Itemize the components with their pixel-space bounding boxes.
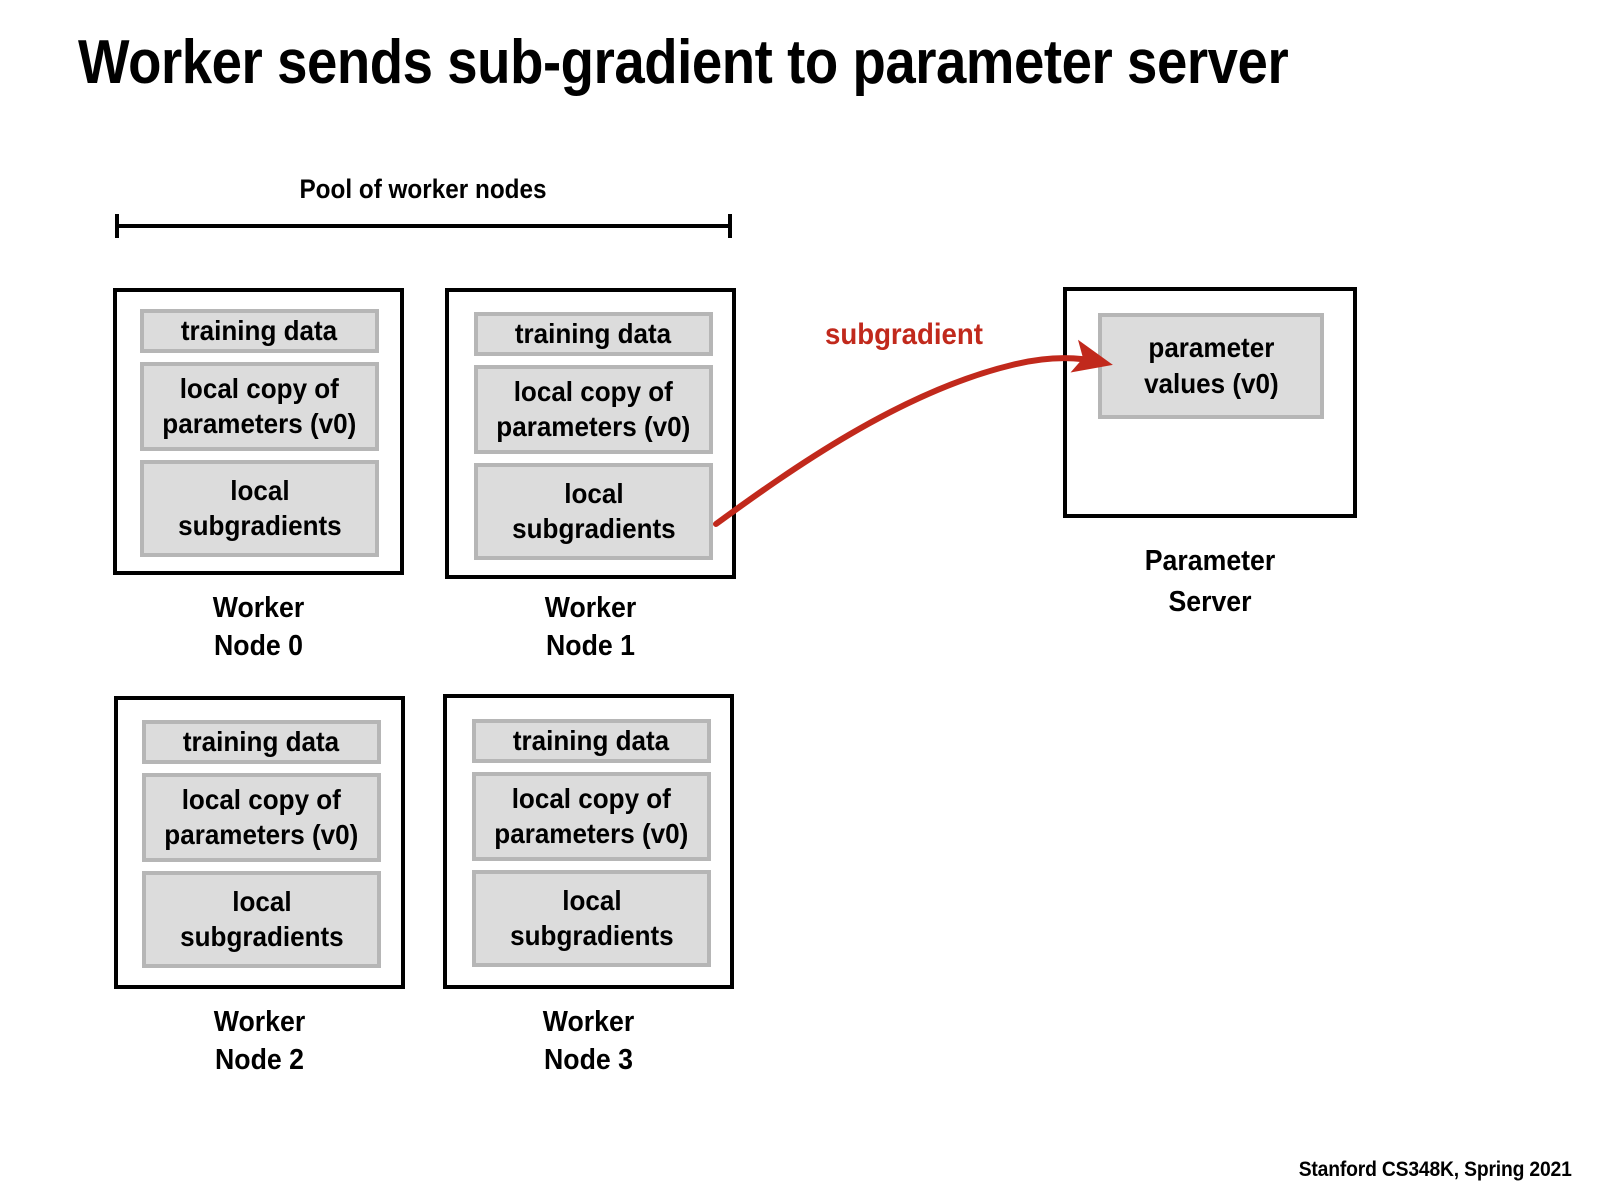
pool-bracket: [115, 214, 732, 238]
local-copy-of-parameters-label: local copy of parameters (v0): [494, 782, 689, 849]
worker-node-3-box[interactable]: training data local copy of parameters (…: [443, 694, 734, 989]
training-data-block: training data: [140, 309, 379, 353]
local-subgradients-label: local subgradients: [177, 474, 342, 541]
worker-node-0-box[interactable]: training data local copy of parameters (…: [113, 288, 404, 575]
bracket-cap-left: [115, 214, 119, 238]
footer-course-credit: Stanford CS348K, Spring 2021: [1299, 1158, 1572, 1181]
training-data-label: training data: [513, 724, 670, 756]
worker-node-1-caption: Worker Node 1: [544, 592, 637, 662]
local-copy-of-parameters-block: local copy of parameters (v0): [474, 365, 713, 454]
local-subgradients-block: local subgradients: [140, 460, 379, 557]
local-copy-of-parameters-block: local copy of parameters (v0): [142, 773, 381, 862]
training-data-label: training data: [183, 725, 340, 757]
local-copy-of-parameters-block: local copy of parameters (v0): [472, 772, 711, 861]
local-copy-of-parameters-label: local copy of parameters (v0): [162, 372, 357, 439]
training-data-block: training data: [472, 719, 711, 763]
training-data-label: training data: [515, 317, 672, 349]
worker-node-2-caption: Worker Node 2: [213, 1006, 306, 1076]
local-subgradients-label: local subgradients: [179, 885, 344, 952]
bracket-cap-right: [728, 214, 732, 238]
worker-node-1-box[interactable]: training data local copy of parameters (…: [445, 288, 736, 579]
parameter-server-box[interactable]: parameter values (v0): [1063, 287, 1357, 518]
subgradient-arrow: [713, 339, 1113, 527]
parameter-values-label: parameter values (v0): [1143, 332, 1279, 399]
local-copy-of-parameters-label: local copy of parameters (v0): [496, 375, 691, 442]
worker-node-3-caption: Worker Node 3: [542, 1006, 635, 1076]
subgradient-arrow-label: subgradient: [825, 318, 983, 351]
training-data-block: training data: [474, 312, 713, 356]
local-subgradients-label: local subgradients: [511, 477, 676, 544]
local-subgradients-label: local subgradients: [509, 884, 674, 951]
local-copy-of-parameters-block: local copy of parameters (v0): [140, 362, 379, 451]
worker-node-0-caption: Worker Node 0: [212, 592, 305, 662]
training-data-block: training data: [142, 720, 381, 764]
training-data-label: training data: [181, 314, 338, 346]
parameter-server-caption: Parameter Server: [1144, 545, 1276, 619]
bracket-rail: [115, 224, 732, 228]
page-title: Worker sends sub-gradient to parameter s…: [78, 28, 1289, 97]
parameter-values-block: parameter values (v0): [1098, 313, 1324, 419]
local-copy-of-parameters-label: local copy of parameters (v0): [164, 783, 359, 850]
local-subgradients-block: local subgradients: [142, 871, 381, 968]
pool-of-worker-nodes-label: Pool of worker nodes: [299, 174, 547, 204]
worker-node-2-box[interactable]: training data local copy of parameters (…: [114, 696, 405, 989]
local-subgradients-block: local subgradients: [474, 463, 713, 560]
local-subgradients-block: local subgradients: [472, 870, 711, 967]
